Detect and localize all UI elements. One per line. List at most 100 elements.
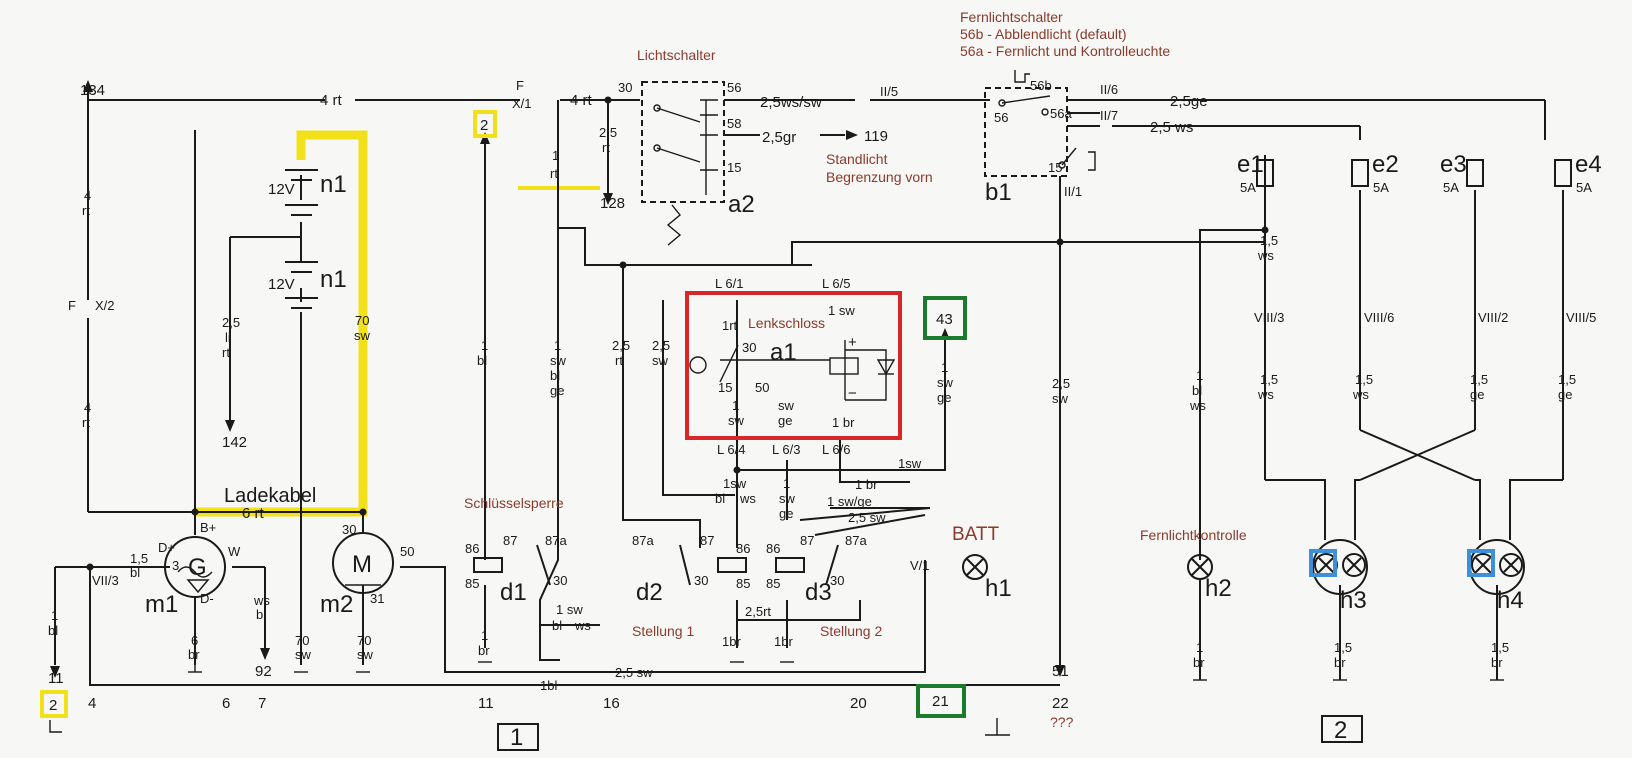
terminal-d-minus: D-: [200, 591, 214, 606]
wire-label: 1: [51, 608, 58, 623]
label-fernlichtkontrolle: Fernlichtkontrolle: [1140, 527, 1247, 543]
wire-label: 1: [732, 398, 739, 413]
label-stellung2: Stellung 2: [820, 623, 882, 639]
label-fern-56b: 56b - Abblendlicht (default): [960, 26, 1127, 42]
wire-label: ge: [937, 390, 951, 405]
bottom-num: 6: [222, 695, 230, 712]
wire-label: sw: [550, 353, 567, 368]
label-standlicht: Standlicht: [826, 151, 888, 167]
wire-label: 1,5: [1491, 640, 1509, 655]
terminal-50: 50: [400, 544, 414, 559]
wire-label: ws: [253, 593, 270, 608]
comp-motor-letter: M: [352, 551, 372, 578]
lamps: [962, 539, 1525, 595]
fuse-rating: 5A: [1240, 180, 1256, 195]
fuses: [1256, 159, 1572, 187]
terminal-l64: L 6/4: [717, 442, 745, 457]
terminal-30: 30: [830, 573, 844, 588]
wire-label: 1: [552, 148, 559, 163]
terminal-ii6: II/6: [1100, 82, 1118, 97]
wire-label: li: [225, 330, 231, 345]
label-ladekabel: Ladekabel: [224, 485, 316, 507]
terminal-30: 30: [742, 340, 756, 355]
generator-m1: [164, 536, 226, 598]
comp-h2: h2: [1205, 575, 1232, 602]
wire-label: sw: [357, 647, 374, 662]
wire-label: bl: [715, 491, 725, 506]
comp-b1: b1: [985, 179, 1012, 206]
bottom-num: 20: [850, 695, 867, 712]
wire-label: 1,5: [1558, 372, 1576, 387]
terminal-viii5: VIII/5: [1566, 310, 1596, 325]
terminal-ii7: II/7: [1100, 108, 1118, 123]
wire-label: br: [188, 647, 200, 662]
wire-label: sw: [1052, 391, 1069, 406]
label-lenkschloss: Lenkschloss: [748, 315, 825, 331]
wire-label: 1: [481, 628, 488, 643]
terminal-92: 92: [255, 663, 272, 680]
comp-n1a: n1: [320, 171, 347, 198]
terminal-12v: 12V: [268, 181, 295, 198]
wire-label: rt: [602, 140, 610, 155]
wire-label: br: [478, 643, 490, 658]
label-fern-56a: 56a - Fernlicht und Kontrolleuchte: [960, 43, 1170, 59]
label-batt: BATT: [952, 524, 1000, 545]
comp-m2: m2: [320, 591, 353, 618]
terminal-56a: 56a: [1050, 106, 1072, 121]
wire-label: ws: [1352, 387, 1369, 402]
terminal-30: 30: [694, 573, 708, 588]
terminal-128: 128: [600, 195, 625, 212]
wire-label: 2,5: [599, 125, 617, 140]
terminal-3: 3: [172, 558, 179, 573]
wire-label: ws: [1257, 387, 1274, 402]
terminal-vii3: VII/3: [92, 573, 119, 588]
wire-label: br: [1193, 655, 1205, 670]
markers: [40, 110, 1495, 751]
comp-n1b: n1: [320, 266, 347, 293]
label-lichtschalter: Lichtschalter: [637, 47, 716, 63]
terminal-30: 30: [618, 80, 632, 95]
wire-label: 1: [783, 476, 790, 491]
comp-e1: e1: [1237, 151, 1264, 178]
terminal-ii1: II/1: [1064, 184, 1082, 199]
wire-label: 4 rt: [320, 92, 343, 109]
wire-label: 1sw: [723, 476, 747, 491]
terminal-86: 86: [465, 541, 479, 556]
wire-label: bl: [1192, 383, 1202, 398]
comp-d2: d2: [636, 579, 663, 606]
bottom-numbers: 4 6 7 11 16 20 22: [88, 695, 1069, 712]
fernlichtschalter-switch: [998, 70, 1096, 171]
wire-label: 4: [84, 188, 91, 203]
wire-label: rt: [82, 415, 90, 430]
label-begrenzung: Begrenzung vorn: [826, 169, 933, 185]
terminal-87: 87: [503, 533, 517, 548]
bottom-num: 11: [478, 695, 494, 712]
wire-label: 70: [295, 633, 309, 648]
comp-e3: e3: [1440, 151, 1467, 178]
label-stellung1: Stellung 1: [632, 623, 694, 639]
lichtschalter-switch: [653, 99, 718, 246]
wire-label: ws: [739, 491, 756, 506]
wire-label: sw: [937, 375, 954, 390]
ground-symbols: [49, 661, 1504, 736]
wire-label: sw: [779, 491, 796, 506]
terminal-134: 134: [80, 82, 105, 99]
terminal-f: F: [516, 78, 524, 93]
wire-label: bl: [552, 618, 562, 633]
wire-label: 2,5: [1052, 376, 1070, 391]
comp-e2: e2: [1372, 151, 1399, 178]
terminal-142: 142: [222, 434, 247, 451]
wire-label: 1,5: [1334, 640, 1352, 655]
terminal-l61: L 6/1: [715, 276, 743, 291]
comp-a1: a1: [770, 339, 797, 366]
relays: [473, 544, 839, 586]
wire-labels: 4 rt 4 rt 6 rt 2,5ws/sw 2,5gr 2,5ge 2,5 …: [48, 92, 1576, 693]
wire-label: rt: [222, 345, 230, 360]
terminal-30: 30: [553, 573, 567, 588]
wire-label: bl: [130, 565, 140, 580]
wire-label: 2,5: [222, 315, 240, 330]
wire-label: ge: [1470, 387, 1484, 402]
comp-h4: h4: [1497, 587, 1524, 614]
annotations: Lichtschalter Fernlichtschalter 56b - Ab…: [224, 9, 1247, 730]
